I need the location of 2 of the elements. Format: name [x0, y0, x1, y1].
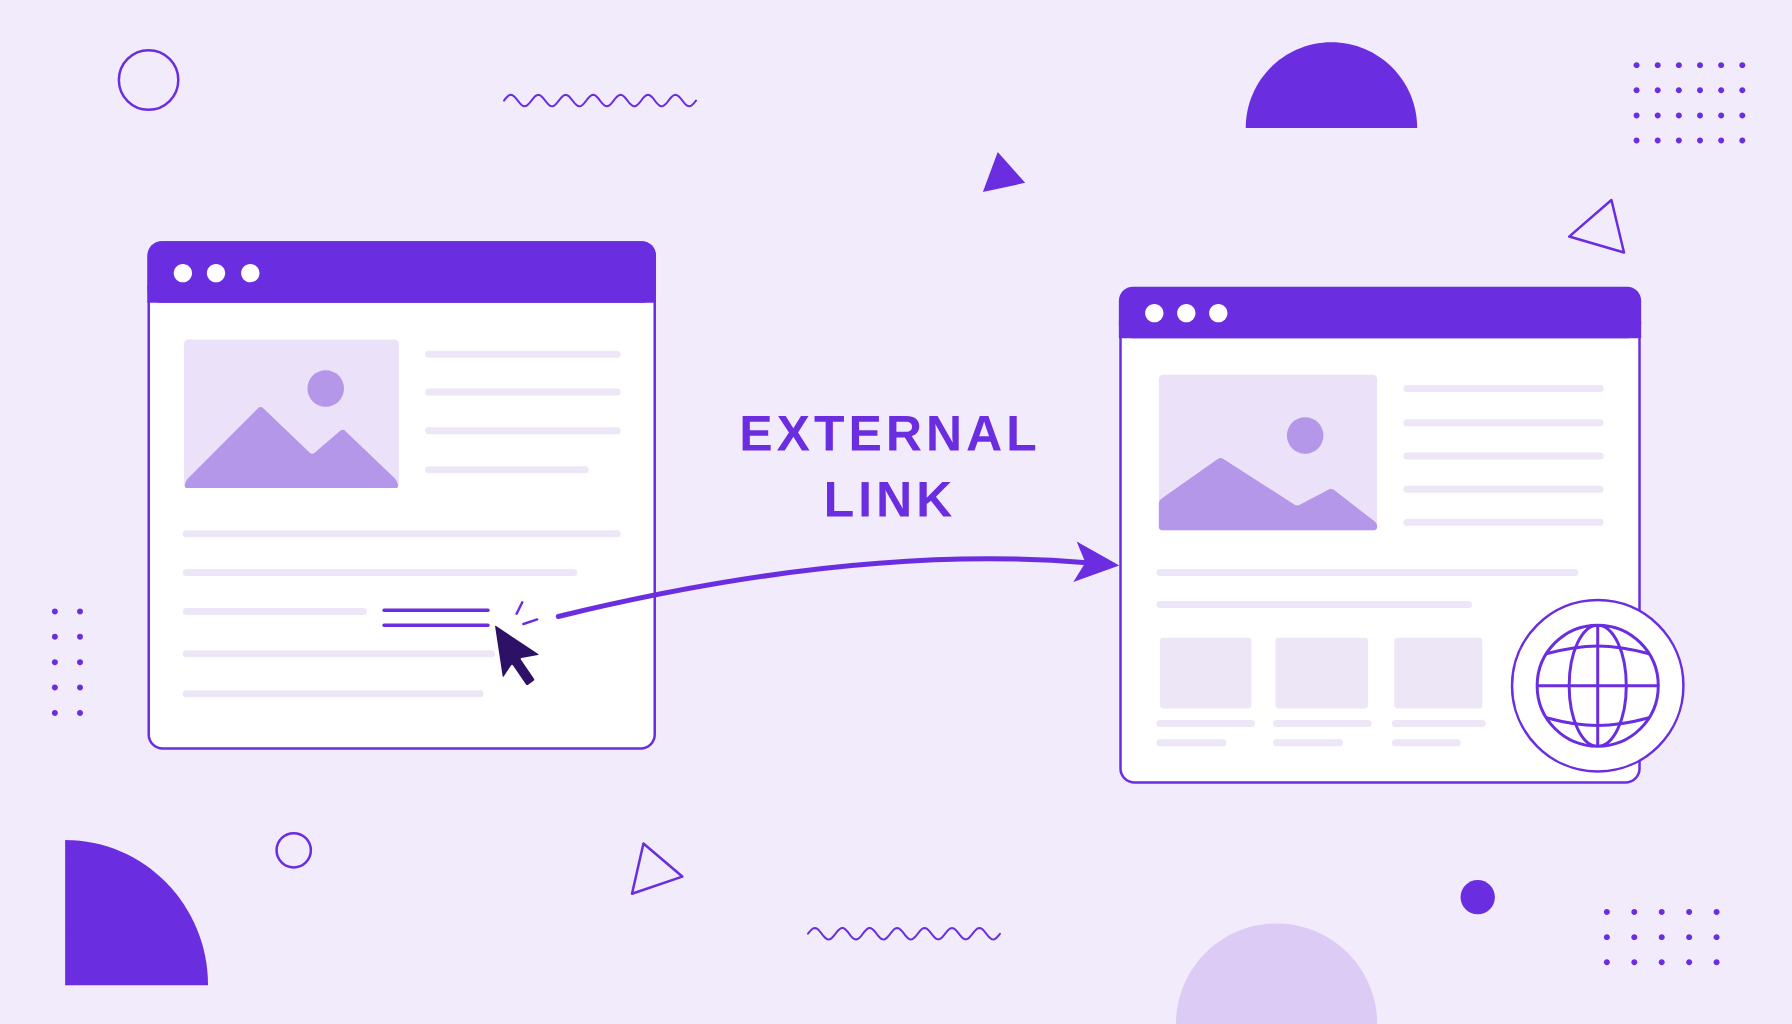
- cursor-icon: [495, 601, 539, 686]
- edge-label: EXTERNAL LINK: [742, 416, 1036, 517]
